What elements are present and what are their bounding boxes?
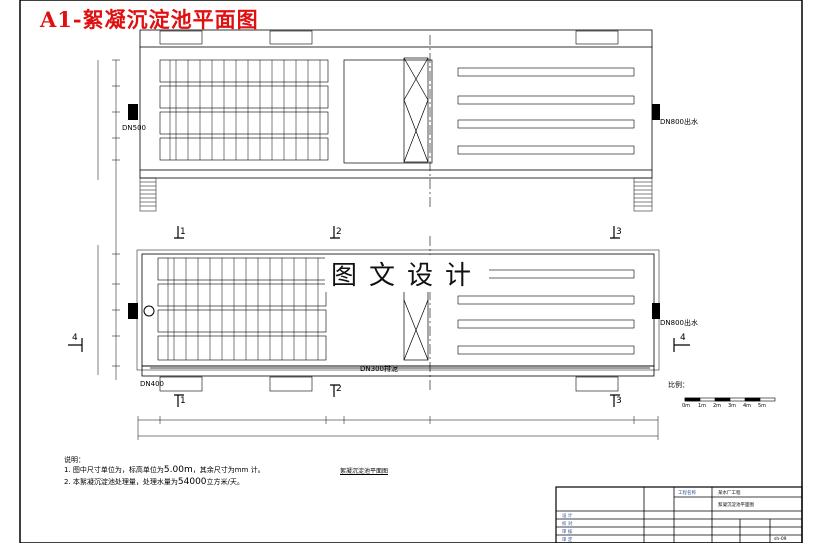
section-mark-2-top: 2 bbox=[336, 227, 342, 237]
watermark-text: 图文设计 bbox=[325, 255, 490, 292]
inlet-flange-bottom bbox=[128, 303, 138, 319]
dimension-chain-bottom bbox=[137, 416, 659, 440]
title-block-row-1: 设 计 bbox=[562, 514, 573, 519]
plan-caption: 絮凝沉淀池平面图 bbox=[340, 468, 389, 475]
section-mark-4-left: 4 bbox=[72, 333, 78, 343]
notes-line-2-suffix: 立方米/天。 bbox=[206, 478, 244, 486]
section-mark-4-right: 4 bbox=[680, 333, 686, 343]
title-block-number: sh-09 bbox=[774, 537, 787, 542]
title-block-row-4: 审 定 bbox=[562, 538, 573, 543]
flocculation-slats-bottom bbox=[167, 258, 319, 360]
notes-line-2-prefix: 2. 本絮凝沉淀池处理量，处理水量为 bbox=[64, 478, 178, 486]
scale-tick-1: 1m bbox=[698, 403, 707, 409]
drawing-title: A1-絮凝沉淀池平面图 bbox=[40, 7, 259, 32]
section-mark-3-bottom: 3 bbox=[616, 396, 622, 406]
title-block-row-2: 校 对 bbox=[562, 522, 573, 527]
pipe-label-bottom-inlet: DN400 bbox=[140, 380, 164, 388]
scale-bar bbox=[684, 397, 776, 402]
pipe-label-top-outlet: DN800出水 bbox=[660, 118, 698, 126]
scale-tick-0: 0m bbox=[682, 403, 691, 409]
stair-top-right bbox=[633, 177, 653, 212]
notes-line-1-prefix: 1. 图中尺寸单位为，标高单位为 bbox=[64, 466, 164, 474]
section-mark-1-bottom: 1 bbox=[180, 396, 186, 406]
notes-line-2: 2. 本絮凝沉淀池处理量，处理水量为54000立方米/天。 bbox=[64, 477, 244, 487]
notes-line-1: 1. 图中尺寸单位为，标高单位为5.00m，其余尺寸为mm 计。 bbox=[64, 465, 265, 475]
transition-zone-top bbox=[403, 57, 429, 163]
scale-tick-2: 2m bbox=[713, 403, 722, 409]
pipe-label-bottom-outlet: DN800出水 bbox=[660, 319, 698, 327]
mixing-basin-top bbox=[343, 59, 433, 164]
title-block-project: 某水厂工程 bbox=[718, 491, 741, 496]
inlet-flange-top bbox=[128, 104, 138, 120]
stair-top-left bbox=[139, 177, 157, 212]
scale-label: 比例： bbox=[668, 381, 689, 389]
grille-bottom bbox=[159, 376, 619, 392]
outlet-flange-bottom bbox=[652, 303, 660, 319]
section-mark-3-top: 3 bbox=[616, 227, 622, 237]
inlet-valve-bottom bbox=[143, 305, 155, 317]
notes-heading: 说明： bbox=[64, 456, 85, 464]
top-tank bbox=[139, 29, 653, 210]
pipe-label-top-inlet: DN500 bbox=[122, 124, 146, 132]
sedimentation-plates-top bbox=[457, 67, 635, 155]
flocculation-cells-top bbox=[159, 59, 329, 161]
notes-line-2-value: 54000 bbox=[177, 477, 207, 487]
outlet-flange-top bbox=[652, 104, 660, 120]
title-block-company: 工程名称 bbox=[678, 491, 696, 496]
section-mark-2-bottom: 2 bbox=[336, 384, 342, 394]
pipe-label-sludge: DN300排泥 bbox=[360, 365, 398, 373]
notes-line-1-suffix: ，其余尺寸为mm 计。 bbox=[192, 466, 265, 474]
notes-line-1-value: 5.00m bbox=[163, 465, 193, 475]
scale-tick-5: 5m bbox=[758, 403, 767, 409]
flocculation-slats-top bbox=[169, 60, 321, 160]
grille-top-left bbox=[159, 30, 619, 45]
sheet-border bbox=[19, 0, 803, 543]
section-arrows bbox=[68, 226, 690, 407]
title-block-drawing: 絮凝沉淀池平面图 bbox=[718, 503, 754, 508]
title-block bbox=[555, 486, 803, 543]
scale-tick-3: 3m bbox=[728, 403, 737, 409]
dimension-chain-left bbox=[97, 59, 120, 380]
scale-tick-4: 4m bbox=[743, 403, 752, 409]
title-block-row-3: 审 核 bbox=[562, 530, 573, 535]
flocculation-cells-bottom bbox=[157, 257, 327, 361]
section-mark-1-top: 1 bbox=[180, 227, 186, 237]
